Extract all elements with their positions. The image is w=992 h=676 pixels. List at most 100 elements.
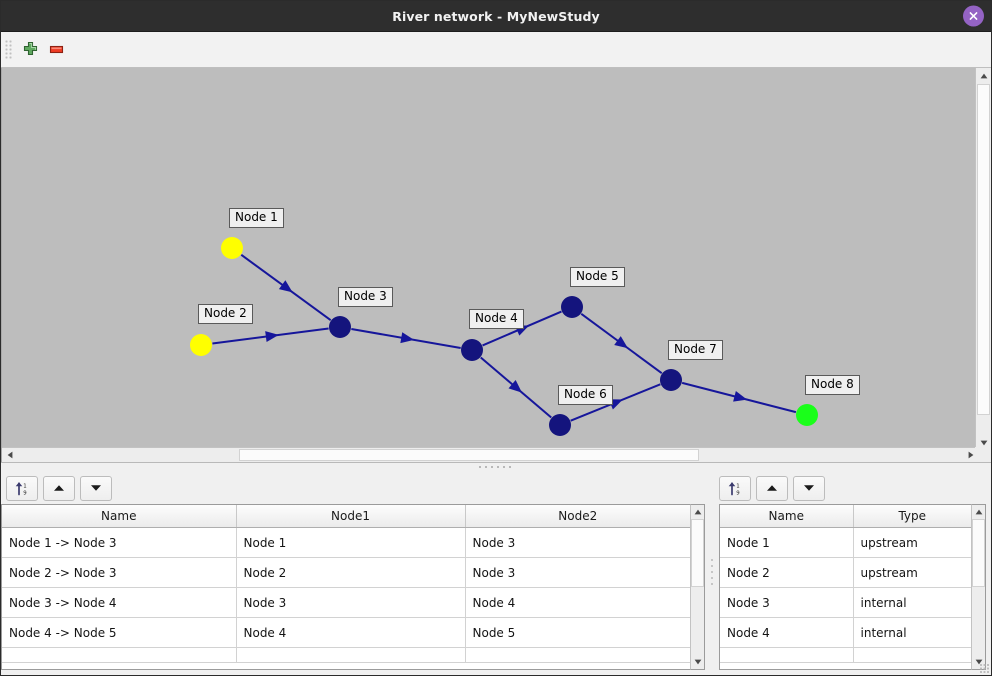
add-plus-icon[interactable] <box>17 37 43 63</box>
vertical-splitter[interactable] <box>710 472 714 675</box>
node-row[interactable] <box>720 647 971 663</box>
branch-row[interactable] <box>2 647 690 663</box>
table-cell[interactable]: Node 3 <box>465 527 690 558</box>
table-cell[interactable]: Node 1 <box>720 527 854 558</box>
arrow-down-icon[interactable] <box>80 475 112 501</box>
graph-node[interactable] <box>190 334 212 356</box>
column-header[interactable]: Name <box>720 505 854 528</box>
remove-minus-icon[interactable] <box>43 37 69 63</box>
window-resize-grip[interactable] <box>980 664 990 674</box>
branches-vscroll-thumb[interactable] <box>691 519 704 587</box>
graph-node[interactable] <box>561 296 583 318</box>
sort-az-icon[interactable]: 1 9 <box>6 475 38 501</box>
graph-node-label[interactable]: Node 3 <box>338 287 393 307</box>
graph-node[interactable] <box>660 369 682 391</box>
graph-hscroll-thumb[interactable] <box>239 449 699 461</box>
table-cell[interactable]: Node 1 <box>236 527 466 558</box>
table-cell[interactable]: internal <box>853 587 971 618</box>
graph-node-label[interactable]: Node 4 <box>469 309 524 329</box>
column-header[interactable]: Node2 <box>465 505 690 528</box>
table-cell[interactable]: Node 4 <box>720 617 854 648</box>
graph-node[interactable] <box>329 316 351 338</box>
graph-edge-arrow <box>265 331 279 343</box>
arrow-up-icon[interactable] <box>43 475 75 501</box>
graph-node-label[interactable]: Node 5 <box>570 267 625 287</box>
graph-edge-arrow <box>733 391 748 402</box>
graph-node[interactable] <box>461 339 483 361</box>
nodes-vertical-scrollbar[interactable] <box>971 504 986 670</box>
scroll-up-icon[interactable] <box>976 68 991 83</box>
graph-edge-arrow <box>400 332 415 344</box>
sort-az-icon[interactable]: 1 9 <box>719 475 751 501</box>
svg-text:1: 1 <box>23 483 26 489</box>
graph-horizontal-scrollbar[interactable] <box>2 447 978 462</box>
graph-node-label[interactable]: Node 2 <box>198 304 253 324</box>
table-cell[interactable]: Node 4 <box>236 617 466 648</box>
table-cell[interactable]: Node 5 <box>465 617 690 648</box>
table-cell[interactable] <box>853 647 971 663</box>
table-cell[interactable]: internal <box>853 617 971 648</box>
table-cell[interactable]: Node 3 <box>465 557 690 588</box>
scroll-up-icon[interactable] <box>691 505 704 519</box>
table-cell[interactable] <box>236 647 466 663</box>
graph-node[interactable] <box>796 404 818 426</box>
table-cell[interactable] <box>2 647 237 663</box>
table-cell[interactable]: Node 1 -> Node 3 <box>2 527 237 558</box>
graph-canvas[interactable]: Node 1 Node 2 Node 3 Node 4 Node 5 Node 6 Node… <box>2 68 978 450</box>
graph-node-label[interactable]: Node 7 <box>668 340 723 360</box>
horizontal-splitter[interactable] <box>1 462 991 472</box>
table-cell[interactable]: Node 3 <box>236 587 466 618</box>
column-header[interactable]: Node1 <box>236 505 466 528</box>
table-cell[interactable]: upstream <box>853 527 971 558</box>
column-header[interactable]: Name <box>2 505 237 528</box>
graph-vscroll-thumb[interactable] <box>977 84 990 415</box>
table-cell[interactable]: Node 4 <box>465 587 690 618</box>
table-cell[interactable]: Node 3 -> Node 4 <box>2 587 237 618</box>
scroll-up-icon[interactable] <box>972 505 985 519</box>
graph-vertical-scrollbar[interactable] <box>975 68 991 450</box>
scroll-down-icon[interactable] <box>976 435 991 450</box>
branches-vertical-scrollbar[interactable] <box>690 504 705 670</box>
arrow-down-icon[interactable] <box>793 475 825 501</box>
table-cell[interactable] <box>465 647 690 663</box>
scroll-down-icon[interactable] <box>691 655 704 669</box>
nodes-vscroll-thumb[interactable] <box>972 519 985 587</box>
table-cell[interactable]: Node 2 <box>720 557 854 588</box>
toolbar-drag-handle[interactable] <box>5 39 13 60</box>
table-cell[interactable]: Node 3 <box>720 587 854 618</box>
graph-node-label[interactable]: Node 8 <box>805 375 860 395</box>
graph-node-label[interactable]: Node 6 <box>558 385 613 405</box>
graph-edge-arrow <box>508 379 522 393</box>
table-cell[interactable]: Node 2 -> Node 3 <box>2 557 237 588</box>
table-cell[interactable] <box>720 647 854 663</box>
graph-node[interactable] <box>549 414 571 436</box>
graph-node-label[interactable]: Node 1 <box>229 208 284 228</box>
table-cell[interactable]: upstream <box>853 557 971 588</box>
scroll-right-icon[interactable] <box>963 448 978 462</box>
graph-node[interactable] <box>221 237 243 259</box>
table-cell[interactable]: Node 2 <box>236 557 466 588</box>
title-bar: River network - MyNewStudy <box>1 1 991 32</box>
river-network-graph-pane[interactable]: Node 1 Node 2 Node 3 Node 4 Node 5 Node 6 Node… <box>1 68 991 462</box>
scroll-down-icon[interactable] <box>972 655 985 669</box>
close-icon[interactable] <box>963 5 984 27</box>
column-header[interactable]: Type <box>853 505 971 528</box>
table-cell[interactable]: Node 4 -> Node 5 <box>2 617 237 648</box>
scroll-left-icon[interactable] <box>2 448 17 462</box>
arrow-up-icon[interactable] <box>756 475 788 501</box>
main-toolbar <box>1 32 991 68</box>
